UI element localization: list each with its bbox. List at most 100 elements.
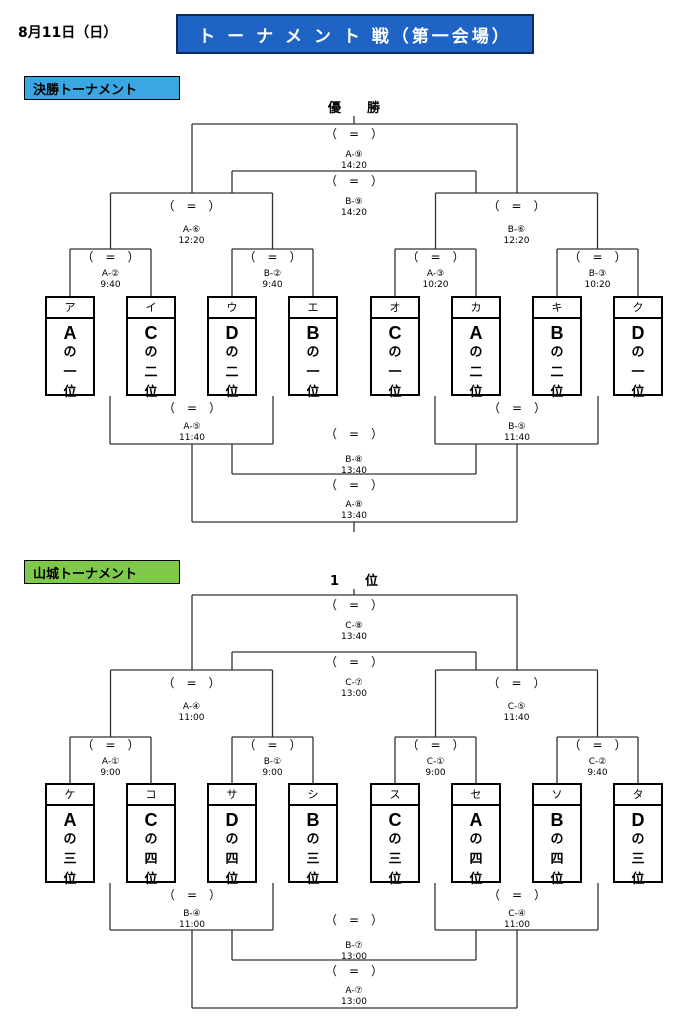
team-rank: 四	[469, 852, 483, 867]
team-rank: 二	[225, 365, 239, 380]
team-rank: 四	[144, 852, 158, 867]
sec1-umid-match-id: B-⑨	[345, 197, 363, 207]
team-group: A	[63, 810, 77, 830]
team-rank: 四	[225, 852, 239, 867]
sec1-r2-match-1-id: B-⑥	[508, 225, 526, 235]
section-label-yamashiro: 山城トーナメント	[24, 560, 180, 584]
team-rank-unit: 位	[388, 385, 402, 400]
page-title: ト ー ナ メ ン ト 戦（第一会場）	[176, 14, 534, 54]
team-suffix: の	[306, 832, 320, 847]
team-rank-unit: 位	[225, 872, 239, 887]
team-suffix: の	[550, 345, 564, 360]
team-group: D	[225, 323, 239, 343]
sec1-r2-match-0-time: 12:20	[179, 236, 205, 246]
team-group: A	[469, 810, 483, 830]
team-rank: 二	[144, 365, 158, 380]
team-letter: キ	[534, 298, 580, 319]
sec2-lr1-match-1-score: （ = ）	[488, 888, 546, 902]
team-rank-unit: 位	[388, 872, 402, 887]
sec1-lbot-id: A-⑧	[345, 500, 362, 510]
sec1-lmid-id: B-⑧	[345, 455, 363, 465]
sec1-lr1-match-0-id: A-⑤	[183, 422, 200, 432]
sec1-r1-match-1-id: B-②	[264, 269, 282, 279]
team-letter: ウ	[209, 298, 255, 319]
team-letter: カ	[453, 298, 499, 319]
team-group: D	[631, 810, 645, 830]
team-rank: 四	[550, 852, 564, 867]
team-rank: 三	[306, 852, 320, 867]
sec1-r2-match-0-id: A-⑥	[183, 225, 200, 235]
team-rank: 三	[388, 852, 402, 867]
team-group: B	[306, 323, 320, 343]
sec1-r1-match-3-time: 10:20	[585, 280, 611, 290]
sec1-r1-match-1-score: （ = ）	[243, 250, 301, 264]
sec2-r1-match-1-time: 9:00	[262, 768, 282, 778]
sec2-utop-match-time: 13:40	[341, 632, 367, 642]
sec2-r2-match-1-id: C-⑤	[508, 702, 526, 712]
sec2-r2-match-0-id: A-④	[183, 702, 200, 712]
sec1-r1-match-1-time: 9:40	[262, 280, 282, 290]
sec2-lmid-time: 13:00	[341, 952, 367, 962]
team-suffix: の	[306, 345, 320, 360]
team-group: C	[144, 323, 158, 343]
sec2-lr1-match-0-score: （ = ）	[163, 888, 221, 902]
sec2-lbot-id: A-⑦	[345, 986, 362, 996]
team-group: C	[144, 810, 158, 830]
team-rank-unit: 位	[550, 385, 564, 400]
team-letter: ク	[615, 298, 661, 319]
team-rank: 三	[631, 852, 645, 867]
sec2-lr1-match-0-time: 11:00	[179, 920, 205, 930]
team-rank: 一	[631, 365, 645, 380]
team-rank: 一	[388, 365, 402, 380]
team-letter: シ	[290, 785, 336, 806]
team-group: D	[225, 810, 239, 830]
team-rank: 一	[63, 365, 77, 380]
team-rank-unit: 位	[63, 872, 77, 887]
team-suffix: の	[631, 345, 645, 360]
team-suffix: の	[225, 345, 239, 360]
team-letter: セ	[453, 785, 499, 806]
sec1-lbot-score: （ = ）	[325, 478, 383, 492]
sec2-top-label: 1 位	[330, 573, 378, 589]
sec2-r1-match-1-score: （ = ）	[243, 738, 301, 752]
team-suffix: の	[550, 832, 564, 847]
sec1-r1-match-0-id: A-②	[102, 269, 119, 279]
sec2-r2-match-1-time: 11:40	[504, 713, 530, 723]
sec1-top-label: 優 勝	[327, 100, 381, 116]
team-suffix: の	[144, 345, 158, 360]
team-group: B	[550, 323, 564, 343]
team-rank-unit: 位	[306, 872, 320, 887]
sec1-utop-match-time: 14:20	[341, 161, 367, 171]
sec2-lbot-time: 13:00	[341, 997, 367, 1007]
team-group: C	[388, 810, 402, 830]
sec2-r1-match-0-time: 9:00	[100, 768, 120, 778]
team-letter: サ	[209, 785, 255, 806]
team-letter: イ	[128, 298, 174, 319]
team-suffix: の	[388, 345, 402, 360]
sec2-umid-match-time: 13:00	[341, 689, 367, 699]
team-suffix: の	[225, 832, 239, 847]
sec1-r1-match-2-score: （ = ）	[406, 250, 464, 264]
team-group: D	[631, 323, 645, 343]
sec1-lr1-match-0-time: 11:40	[179, 433, 205, 443]
sec2-r2-match-1-score: （ = ）	[487, 676, 545, 690]
sec2-utop-match-id: C-⑧	[345, 621, 363, 631]
sec1-umid-match-score: （ = ）	[325, 174, 383, 188]
sec1-lr1-match-1-id: B-⑤	[508, 422, 526, 432]
team-rank: 一	[306, 365, 320, 380]
sec2-utop-match-score: （ = ）	[325, 598, 383, 612]
sec1-r1-match-2-time: 10:20	[423, 280, 449, 290]
section-label-final: 決勝トーナメント	[24, 76, 180, 100]
